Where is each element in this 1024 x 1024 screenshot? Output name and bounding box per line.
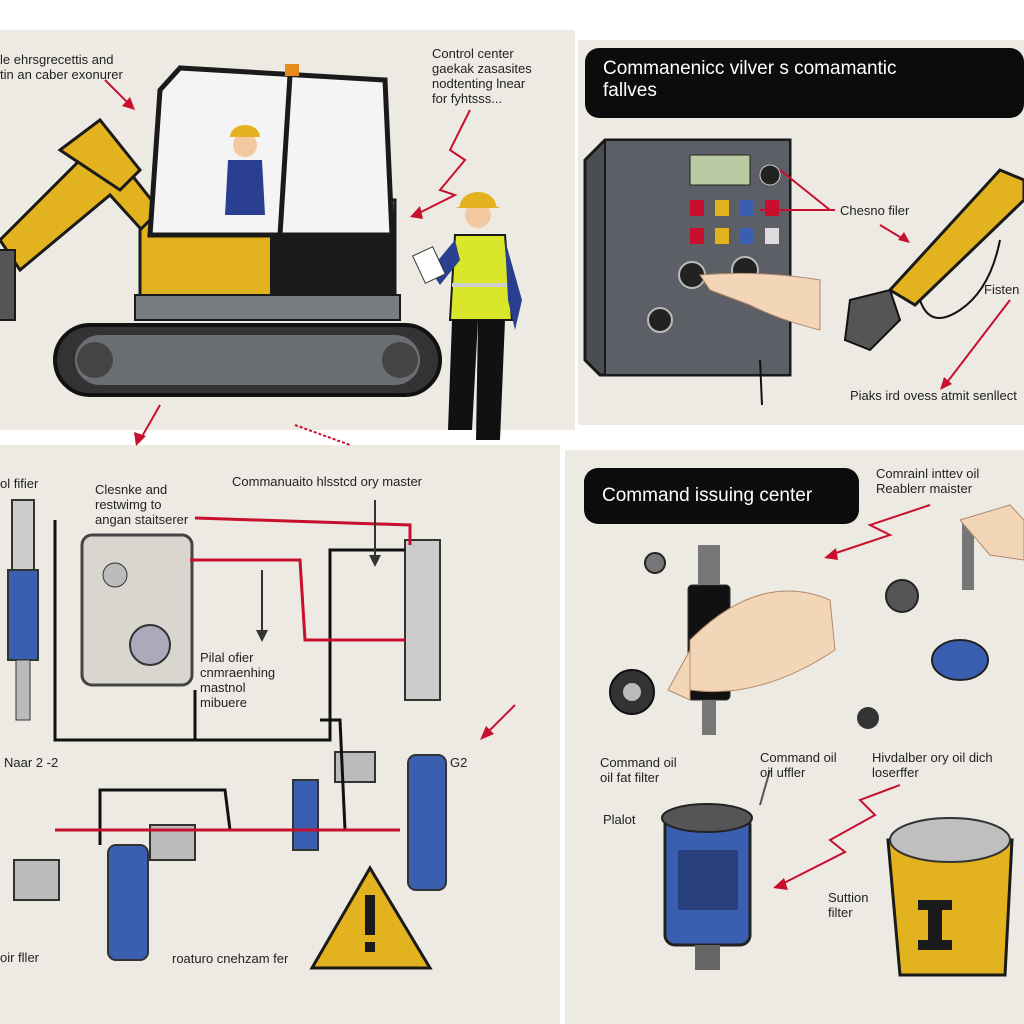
label-top-right-bottom: Piaks ird ovess atmit senllect bbox=[850, 388, 1017, 403]
label-chesno-filter: Chesno filer bbox=[840, 203, 910, 218]
label-excavator-left: le ehrsgrecettis and tin an caber exonur… bbox=[0, 52, 123, 82]
label-oir-filler: oir fller bbox=[0, 950, 40, 965]
label-hydraulic-oil: Hivdalber ory oil dich loserffer bbox=[872, 750, 993, 780]
label-ol-fifier: ol fifier bbox=[0, 476, 39, 491]
label-cleanse: Clesnke and restwimg to angan staitserer bbox=[95, 482, 189, 527]
suction-filter-bucket bbox=[886, 817, 1014, 977]
label-command-master: Commanuaito hlsstcd ory master bbox=[232, 474, 423, 489]
label-command-oil-2: Command oil oil uffler bbox=[760, 750, 837, 780]
label-pilot-filter: Pilal ofier cnmraenhing mastnol mibuere bbox=[200, 650, 276, 710]
banner-command-issuing-center: Command issuing center bbox=[584, 468, 859, 524]
warning-sign bbox=[309, 865, 433, 970]
label-return-filter: roaturo cnehzam fer bbox=[172, 951, 289, 966]
label-control-center: Control center gaekak zasasites nodtenti… bbox=[432, 46, 532, 106]
excavator-illustration bbox=[0, 64, 522, 446]
hydraulic-schematic bbox=[7, 424, 516, 970]
label-command-reabler: Comrainl inttev oil Reablerr maister bbox=[876, 466, 980, 496]
label-suction-filter: Suttion filter bbox=[828, 890, 869, 920]
banner-top-right: Commanenicc vilver s comamantic fallves bbox=[585, 48, 1024, 118]
label-near: Naar 2 -2 bbox=[4, 755, 59, 770]
worker-figure bbox=[412, 192, 522, 440]
label-command-oil-1: Command oil oil fat filter bbox=[600, 755, 677, 785]
control-panel-illustration bbox=[583, 138, 1024, 406]
label-fisten: Fisten bbox=[984, 282, 1020, 297]
label-pilot: Plalot bbox=[603, 812, 636, 827]
label-g2: G2 bbox=[450, 755, 468, 770]
filter-illustration bbox=[609, 504, 1024, 977]
